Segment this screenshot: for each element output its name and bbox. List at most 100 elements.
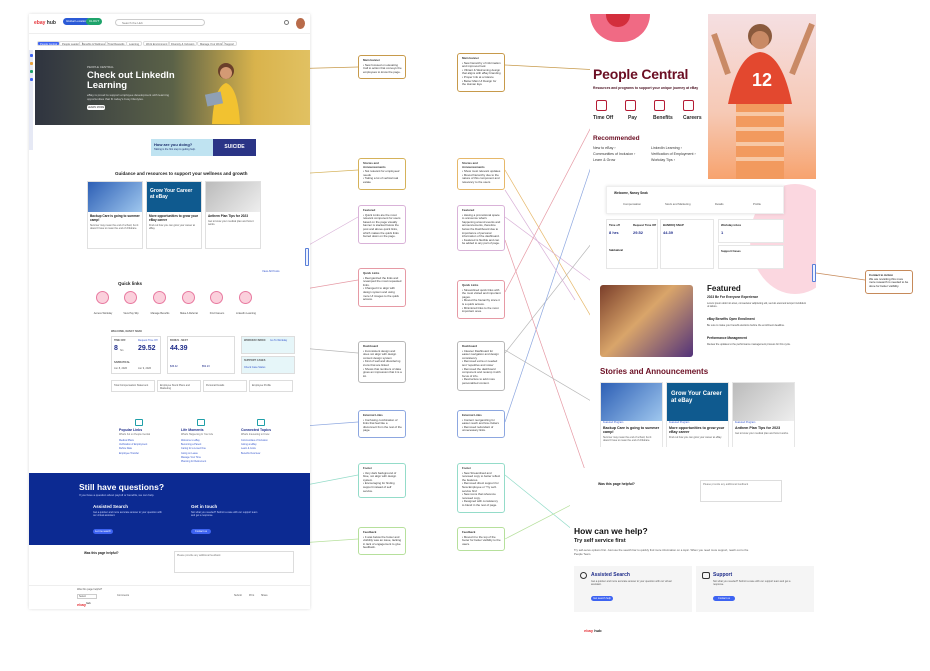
quick-link-icon[interactable]	[239, 291, 252, 304]
rec-link[interactable]: Workday Tips ›	[651, 158, 675, 162]
topic-link[interactable]: Planning for Retirement	[181, 460, 207, 463]
topic-link[interactable]: Caring for a Loved One	[181, 447, 206, 451]
topic-link[interactable]: Rehire Data	[119, 447, 132, 451]
topic-link[interactable]: Going on Leave	[181, 451, 198, 455]
annotation-note: Quick LinksReorganized the links and rev…	[358, 268, 406, 307]
suicide-prevention-banner[interactable]: How are you doing? Talking is the first …	[151, 139, 256, 167]
topic-title: Connected Topics	[241, 428, 272, 432]
stock-link[interactable]: Stock and Marketing	[665, 202, 691, 206]
search-input[interactable]: Search the Hub	[115, 19, 205, 26]
benefits-icon[interactable]	[654, 100, 665, 111]
topic-link[interactable]: Giving at eBay	[241, 443, 257, 447]
story-card[interactable]: Grow Your Career at eBay More opportunit…	[146, 181, 202, 249]
ebay-hub-logo[interactable]: ebay hub	[34, 20, 56, 26]
star-icon[interactable]	[30, 62, 33, 65]
global-locations-pill[interactable]: Global Locations	[63, 18, 92, 25]
rec-link[interactable]: LinkedIn Learning ›	[651, 146, 682, 150]
rec-link[interactable]: Verification of Employment ›	[651, 152, 696, 156]
topic-link[interactable]: Medical Plans	[119, 439, 134, 442]
benefits-label[interactable]: Benefits	[653, 115, 673, 121]
feedback-textarea[interactable]: Please provide any additional feedback	[700, 480, 782, 502]
clout-pill[interactable]: CLOUT	[86, 18, 103, 25]
contact-us-button[interactable]: Contact us	[191, 529, 211, 534]
nav-item[interactable]: Benefits & Wellness	[79, 41, 109, 46]
folder-icon[interactable]	[30, 78, 33, 81]
rec-link[interactable]: Communities of Inclusion ›	[593, 152, 636, 156]
quick-link-label[interactable]: LinkedIn Learning	[236, 312, 256, 315]
avatar[interactable]	[296, 18, 305, 29]
time-off-box[interactable]: TIME OFF 8 hrs Request Time Off 29.52 SA…	[111, 336, 161, 374]
nav-item[interactable]: Learning	[126, 41, 143, 46]
support-box[interactable]: SUPPORT CASES Check Case Status	[241, 356, 295, 374]
topic-link[interactable]: Benefits Overview	[241, 451, 261, 455]
time-off-icon[interactable]	[596, 100, 607, 111]
annotation-note: DashboardInconsistent design and does no…	[358, 341, 406, 384]
bonus-box[interactable]: BONUS - NEXT 44.39 $36.42 $52.23	[167, 336, 235, 374]
rec-link[interactable]: Learn & Grow	[593, 158, 616, 162]
nav-item[interactable]: People Central	[37, 41, 61, 46]
careers-label[interactable]: Careers	[683, 115, 702, 121]
topic-link[interactable]: Employee Transfer	[119, 451, 140, 455]
contact-tab[interactable]	[812, 264, 816, 282]
details-link[interactable]: Details	[715, 202, 724, 206]
contact-us-button[interactable]: Contact us	[713, 596, 735, 601]
feedback-tab[interactable]	[305, 248, 309, 266]
topic-link[interactable]: Communities of Inclusion	[241, 439, 268, 442]
careers-icon[interactable]	[683, 100, 694, 111]
get-search-help-button[interactable]: Get search help	[591, 596, 613, 601]
dashboard-link[interactable]: Personal Details	[203, 380, 247, 392]
compensation-link[interactable]: Compensation	[623, 202, 642, 206]
quick-link-label[interactable]: Access Workday	[93, 312, 113, 315]
quick-link-icon[interactable]	[96, 291, 109, 304]
dashboard-link[interactable]: Total Compensation Statement	[111, 380, 155, 392]
quick-link-icon[interactable]	[182, 291, 195, 304]
support-cell[interactable]: Support Cases	[718, 245, 784, 269]
dashboard-link[interactable]: Employee Profile	[249, 380, 293, 392]
quick-link-icon[interactable]	[153, 291, 166, 304]
nav-item[interactable]: Manage Your Work	[197, 41, 226, 46]
story-card[interactable]: Anthem Plan Tips for 2023 Get to know yo…	[205, 181, 261, 249]
story-card[interactable]: Grow Your Career at eBay Featured Progra…	[666, 382, 729, 447]
topic-link[interactable]: Verification of Employment	[119, 443, 148, 447]
share-button[interactable]: Share	[261, 594, 268, 597]
feedback-textarea[interactable]: Please provide any additional feedback	[174, 551, 294, 573]
workday-cell[interactable]: Workday inbox 1	[718, 219, 784, 243]
bell-icon[interactable]	[284, 20, 289, 25]
quick-link-label[interactable]: Manage Benefits	[150, 312, 170, 315]
topic-link[interactable]: Manage Your Time	[181, 455, 201, 459]
nav-item[interactable]: Total Rewards	[105, 41, 128, 46]
profile-link[interactable]: Profile	[753, 202, 761, 206]
submit-button[interactable]: Submit	[234, 594, 242, 597]
calendar-icon[interactable]	[30, 70, 33, 73]
quick-link-label[interactable]: View Pay Slip	[123, 312, 139, 315]
after-page-mockup: 12 People Central Resources and programs…	[590, 14, 816, 447]
home-icon[interactable]	[30, 54, 33, 57]
time-off-label[interactable]: Time Off	[593, 115, 614, 121]
view-all-link[interactable]: View All Posts	[262, 269, 280, 273]
nav-item[interactable]: Diversity & Inclusion	[168, 41, 198, 46]
quick-link-label[interactable]: Make A Referral	[180, 312, 198, 315]
dashboard-link[interactable]: Employee Stock Plans and Marketing	[157, 380, 201, 392]
print-button[interactable]: Print	[249, 594, 255, 597]
story-card[interactable]: Backup Care is going to summer camp! Sum…	[87, 181, 143, 249]
nav-item[interactable]: People Leaders	[59, 41, 84, 46]
quick-link-label[interactable]: Find Careers	[209, 312, 225, 315]
story-card[interactable]: Featured Program Anthem Plan Tips for 20…	[732, 382, 795, 447]
story-card[interactable]: Featured Program Backup Care is going to…	[600, 382, 663, 447]
bonus-cell[interactable]: BANDKQ SNAP 44.39	[660, 219, 714, 269]
quick-link-icon[interactable]	[124, 291, 137, 304]
learn-more-button[interactable]: LEARN MORE	[87, 105, 105, 110]
let-me-search-button[interactable]: Let me search	[93, 529, 113, 534]
workday-box[interactable]: WORKDAY INBOX Go To Workday	[241, 336, 295, 354]
time-off-cell[interactable]: Time off 8 hrs Request Time Off 29.52 Sa…	[606, 219, 658, 269]
topic-link[interactable]: Becoming a Parent	[181, 443, 202, 447]
rec-link[interactable]: New to eBay ›	[593, 146, 616, 150]
nav-item[interactable]: Support	[222, 41, 238, 46]
pay-icon[interactable]	[625, 100, 636, 111]
pay-label[interactable]: Pay	[628, 115, 637, 121]
quick-link-icon[interactable]	[210, 291, 223, 304]
nav-item[interactable]: Work Environment	[143, 41, 171, 46]
topic-link[interactable]: Learn & Grow	[241, 447, 256, 451]
select-dropdown[interactable]: Select	[77, 594, 97, 599]
topic-link[interactable]: Welcome to eBay	[181, 439, 200, 442]
